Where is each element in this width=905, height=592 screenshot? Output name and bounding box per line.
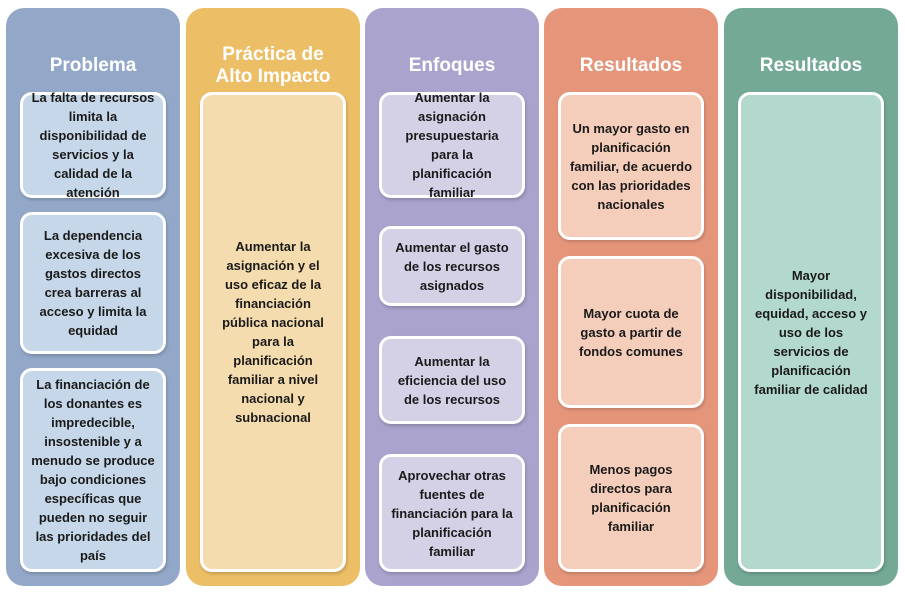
column-title-resultados-2: Resultados [759, 55, 863, 76]
column-title-resultados-1: Resultados [579, 55, 683, 76]
enfoques-box-3: Aumentar la eficiencia del uso de los re… [379, 336, 525, 424]
resultados2-box-1: Mayor disponibilidad, equidad, acceso y … [738, 92, 884, 572]
column-title-problema: Problema [49, 55, 137, 76]
enfoques-box-2: Aumentar el gasto de los recursos asigna… [379, 226, 525, 306]
resultados1-box-2: Mayor cuota de gasto a partir de fondos … [558, 256, 704, 408]
column-resultados-2: Resultados Mayor disponibilidad, equidad… [724, 8, 898, 586]
column-title-enfoques: Enfoques [408, 55, 496, 76]
enfoques-box-1: Aumentar la asignación presupuestaria pa… [379, 90, 525, 200]
resultados1-box-3: Menos pagos directos para planificación … [558, 424, 704, 572]
problema-box-2: La dependencia excesiva de los gastos di… [20, 212, 166, 354]
column-practica-alto-impacto: Práctica de Alto Impacto Aumentar la asi… [186, 8, 360, 586]
column-problema: Problema La falta de recursos limita la … [6, 8, 180, 586]
column-enfoques: Enfoques Aumentar la asignación presupue… [365, 8, 539, 586]
column-resultados-1: Resultados Un mayor gasto en planificaci… [544, 8, 718, 586]
column-title-practica: Práctica de Alto Impacto [215, 44, 331, 87]
practica-box-1: Aumentar la asignación y el uso eficaz d… [200, 92, 346, 572]
resultados1-box-1: Un mayor gasto en planificación familiar… [558, 92, 704, 240]
problema-box-1: La falta de recursos limita la disponibi… [20, 90, 166, 200]
problema-box-3: La financiación de los donantes es impre… [20, 368, 166, 572]
enfoques-box-4: Aprovechar otras fuentes de financiación… [379, 454, 525, 572]
